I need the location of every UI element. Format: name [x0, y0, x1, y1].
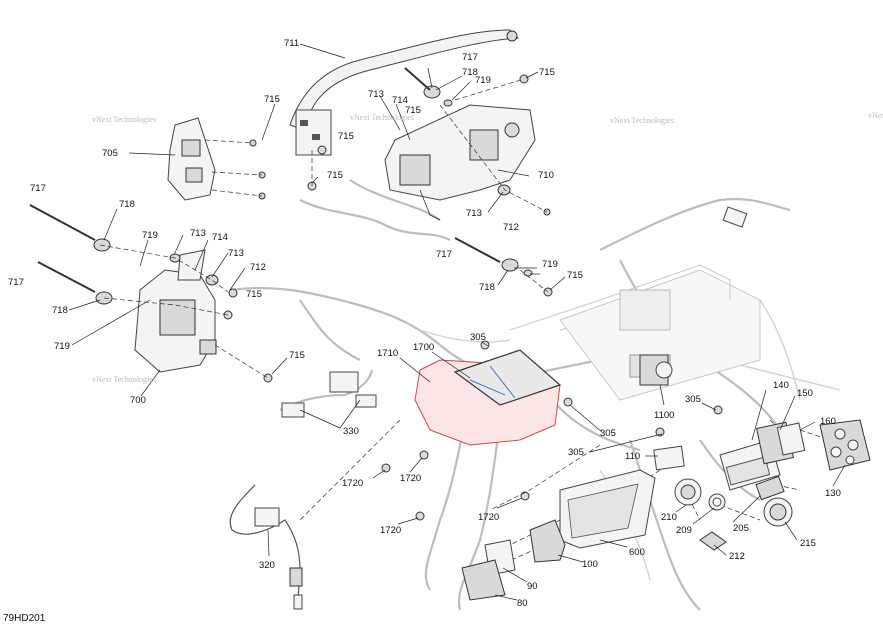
switch-160	[776, 422, 806, 456]
part-label: 713	[228, 248, 244, 259]
part-label: 320	[259, 560, 275, 571]
watermark: vNext Technologies	[350, 113, 414, 122]
sensor-330	[279, 369, 377, 418]
sensor-320	[229, 484, 303, 610]
part-label: 719	[475, 75, 491, 86]
part-label: 714	[212, 232, 228, 243]
part-label: 305	[470, 332, 486, 343]
part-label: 718	[462, 67, 478, 78]
part-label: 715	[567, 270, 583, 281]
switch-bracket-705	[167, 117, 216, 201]
part-label: 305	[685, 394, 701, 405]
part-label: 713	[466, 208, 482, 219]
control-module-1700	[414, 349, 562, 446]
part-label: 1720	[400, 473, 421, 484]
part-label: 718	[479, 282, 495, 293]
part-label: 717	[8, 277, 24, 288]
bolts	[29, 67, 501, 293]
part-label: 719	[542, 259, 558, 270]
watermark: vNext Technologies	[92, 375, 156, 384]
part-label: 710	[538, 170, 554, 181]
switch-205	[755, 475, 785, 501]
part-label: 160	[820, 416, 836, 427]
part-label: 210	[661, 512, 677, 523]
assembly-lines	[99, 78, 831, 566]
diagram-code: 79HD201	[3, 613, 46, 624]
connector-110	[653, 445, 685, 471]
part-label: 714	[392, 95, 408, 106]
part-label: 719	[142, 230, 158, 241]
part-label: 330	[343, 426, 359, 437]
part-label: 715	[327, 170, 343, 181]
part-label: 718	[119, 199, 135, 210]
part-label: 717	[436, 249, 452, 260]
round-socket-215	[763, 497, 793, 527]
part-label: 1100	[654, 410, 674, 421]
bracket-assembly-710	[384, 104, 536, 221]
part-label: 1720	[478, 512, 499, 523]
bracket-assembly-700	[134, 249, 217, 373]
part-label: 705	[102, 148, 118, 159]
part-label: 600	[629, 547, 645, 558]
part-label: 711	[284, 38, 299, 49]
part-label: 209	[676, 525, 692, 536]
part-label: 1720	[380, 525, 401, 536]
part-label: 713	[190, 228, 206, 239]
watermarks: vNext Technologies vNext Technologies vN…	[92, 111, 883, 384]
control-pad-130	[819, 419, 871, 471]
watermark: vNext Technologies	[868, 111, 883, 120]
part-label: 715	[539, 67, 555, 78]
display-cluster-600	[559, 469, 656, 549]
socket-210	[674, 478, 702, 506]
part-label: 715	[289, 350, 305, 361]
part-label: 80	[517, 598, 528, 609]
handle-bar-711	[289, 29, 520, 156]
part-label: 212	[729, 551, 745, 562]
part-labels: 711 717 718 719 715 715 705 713 714 715 …	[8, 38, 841, 609]
part-label: 1720	[342, 478, 363, 489]
part-label: 717	[462, 52, 478, 63]
part-label: 110	[625, 451, 640, 462]
part-label: 215	[800, 538, 816, 549]
part-label: 712	[250, 262, 266, 273]
part-label: 718	[52, 305, 68, 316]
watermark: vNext Technologies	[92, 115, 156, 124]
part-label: 719	[54, 341, 70, 352]
connectors-lower	[461, 519, 566, 601]
part-label: 700	[130, 395, 146, 406]
part-label: 150	[797, 388, 813, 399]
connector-1100	[639, 354, 673, 386]
part-label: 715	[246, 289, 262, 300]
part-label: 1710	[377, 348, 398, 359]
harness-connector-right	[722, 206, 748, 228]
part-label: 715	[264, 94, 280, 105]
part-label: 205	[733, 523, 749, 534]
part-label: 140	[773, 380, 789, 391]
part-label: 90	[527, 581, 538, 592]
part-label: 1700	[413, 342, 434, 353]
part-label: 713	[368, 89, 384, 100]
part-label: 715	[338, 131, 354, 142]
part-label: 305	[568, 447, 584, 458]
plug-212	[699, 531, 727, 551]
part-label: 130	[825, 488, 841, 499]
watermark: vNext Technologies	[610, 116, 674, 125]
part-label: 305	[600, 428, 616, 439]
part-label: 100	[582, 559, 598, 570]
part-label: 715	[405, 105, 421, 116]
leader-lines	[68, 43, 846, 601]
part-label: 712	[503, 222, 519, 233]
part-label: 717	[30, 183, 46, 194]
ring-209	[708, 493, 726, 511]
